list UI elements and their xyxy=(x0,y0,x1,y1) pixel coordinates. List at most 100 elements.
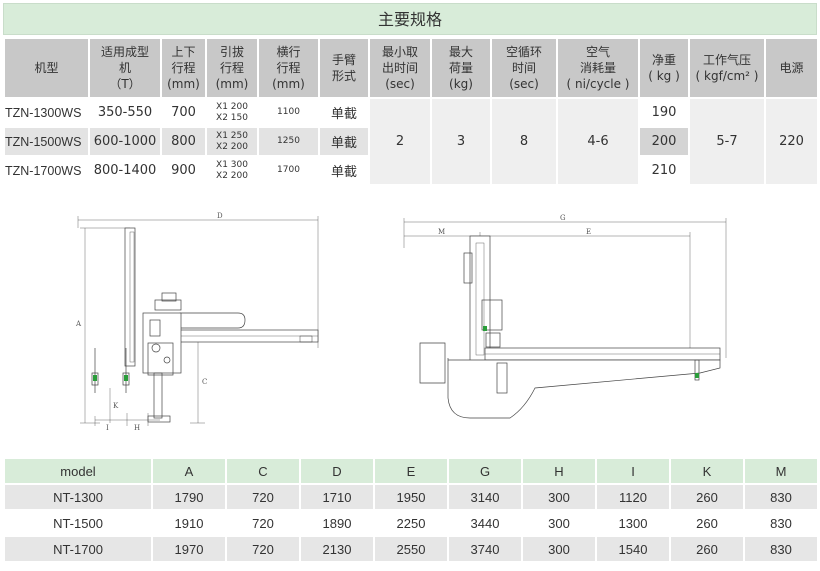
dim-label-A: A xyxy=(75,320,82,328)
dim-cell: 2550 xyxy=(373,535,449,563)
pressure-cell: 5-7 xyxy=(688,97,766,186)
table-row: NT-1300 1790 720 1710 1950 3140 300 1120… xyxy=(3,483,819,511)
dim-cell: 3140 xyxy=(447,483,523,511)
dim-cell: 3440 xyxy=(447,509,523,537)
dim-cell: 2130 xyxy=(299,535,375,563)
dim-cell: 1710 xyxy=(299,483,375,511)
dry-cycle-cell: 8 xyxy=(490,97,558,186)
dim-label-I: I xyxy=(106,424,109,432)
dim-cell: 1970 xyxy=(151,535,227,563)
dim-header: I xyxy=(595,457,671,485)
dim-cell: 1890 xyxy=(299,509,375,537)
weight-cell: 210 xyxy=(638,155,690,186)
dim-cell: 300 xyxy=(521,483,597,511)
header-power: 电源 xyxy=(764,37,819,99)
vertical-cell: 700 xyxy=(160,97,207,128)
model-cell: TZN-1300WS xyxy=(3,97,90,128)
dim-header: K xyxy=(669,457,745,485)
dimensions-header-row: model A C D E G H I K M xyxy=(3,457,819,485)
air-cell: 4-6 xyxy=(556,97,640,186)
dim-header: E xyxy=(373,457,449,485)
dim-cell: NT-1500 xyxy=(3,509,153,537)
table-row: NT-1700 1970 720 2130 2550 3740 300 1540… xyxy=(3,535,819,563)
dim-label-G: G xyxy=(560,214,566,222)
header-model: 机型 xyxy=(3,37,90,99)
dim-label-C: C xyxy=(202,378,207,386)
table-row: NT-1500 1910 720 1890 2250 3440 300 1300… xyxy=(3,509,819,537)
header-vertical: 上下行程(mm) xyxy=(160,37,207,99)
header-tonnage: 适用成型机（T） xyxy=(88,37,162,99)
dim-header: D xyxy=(299,457,375,485)
dim-cell: 830 xyxy=(743,509,819,537)
dim-cell: NT-1300 xyxy=(3,483,153,511)
tonnage-cell: 600-1000 xyxy=(88,126,162,157)
dim-cell: 300 xyxy=(521,535,597,563)
traverse-cell: 1700 xyxy=(257,155,320,186)
green-marker-icon xyxy=(124,375,128,381)
dim-cell: 1950 xyxy=(373,483,449,511)
model-cell: TZN-1700WS xyxy=(3,155,90,186)
dim-cell: 720 xyxy=(225,483,301,511)
dimensions-table: model A C D E G H I K M NT-1300 1790 720… xyxy=(3,457,819,563)
dim-label-K: K xyxy=(113,402,119,410)
weight-cell: 200 xyxy=(638,126,690,157)
dim-cell: 1540 xyxy=(595,535,671,563)
dim-cell: 1910 xyxy=(151,509,227,537)
spec-header-row: 机型 适用成型机（T） 上下行程(mm) 引拔行程(mm) 横行行程(mm) 手… xyxy=(3,37,819,99)
dim-cell: 300 xyxy=(521,509,597,537)
vertical-cell: 900 xyxy=(160,155,207,186)
dim-label-D: D xyxy=(217,212,223,220)
dim-cell: 720 xyxy=(225,509,301,537)
dim-cell: 260 xyxy=(669,483,745,511)
side-view-drawing: D A C K I H xyxy=(75,212,319,432)
header-pressure: 工作气压( kgf/cm² ) xyxy=(688,37,766,99)
header-arm: 手臂形式 xyxy=(318,37,370,99)
tonnage-cell: 800-1400 xyxy=(88,155,162,186)
model-cell: TZN-1500WS xyxy=(3,126,90,157)
dim-header: C xyxy=(225,457,301,485)
dim-cell: 260 xyxy=(669,535,745,563)
green-marker-icon xyxy=(483,326,487,331)
dim-cell: NT-1700 xyxy=(3,535,153,563)
spec-table: 机型 适用成型机（T） 上下行程(mm) 引拔行程(mm) 横行行程(mm) 手… xyxy=(3,37,819,186)
traverse-cell: 1250 xyxy=(257,126,320,157)
dim-cell: 1300 xyxy=(595,509,671,537)
dim-cell: 830 xyxy=(743,535,819,563)
tonnage-cell: 350-550 xyxy=(88,97,162,128)
header-draw: 引拔行程(mm) xyxy=(205,37,259,99)
power-cell: 220 xyxy=(764,97,819,186)
green-marker-icon xyxy=(93,375,97,381)
traverse-cell: 1100 xyxy=(257,97,320,128)
header-traverse: 横行行程(mm) xyxy=(257,37,320,99)
front-view-drawing: G M E xyxy=(403,214,727,419)
dim-header: model xyxy=(3,457,153,485)
dim-cell: 1790 xyxy=(151,483,227,511)
dim-label-E: E xyxy=(586,228,591,236)
weight-cell: 190 xyxy=(638,97,690,128)
dim-label-H: H xyxy=(134,424,140,432)
vertical-cell: 800 xyxy=(160,126,207,157)
dim-cell: 260 xyxy=(669,509,745,537)
arm-cell: 单截 xyxy=(318,97,370,128)
header-min-takeout: 最小取出时间(sec) xyxy=(368,37,432,99)
dim-cell: 720 xyxy=(225,535,301,563)
arm-cell: 单截 xyxy=(318,155,370,186)
dim-cell: 1120 xyxy=(595,483,671,511)
dim-header: M xyxy=(743,457,819,485)
spec-title: 主要规格 xyxy=(3,3,817,35)
dim-label-M: M xyxy=(438,228,445,236)
dim-header: H xyxy=(521,457,597,485)
dim-cell: 3740 xyxy=(447,535,523,563)
header-air: 空气消耗量( ni/cycle ) xyxy=(556,37,640,99)
green-marker-icon xyxy=(695,373,699,378)
arm-cell: 单截 xyxy=(318,126,370,157)
dim-cell: 2250 xyxy=(373,509,449,537)
min-takeout-cell: 2 xyxy=(368,97,432,186)
dim-cell: 830 xyxy=(743,483,819,511)
header-dry-cycle: 空循环时间(sec) xyxy=(490,37,558,99)
header-weight: 净重( kg ) xyxy=(638,37,690,99)
